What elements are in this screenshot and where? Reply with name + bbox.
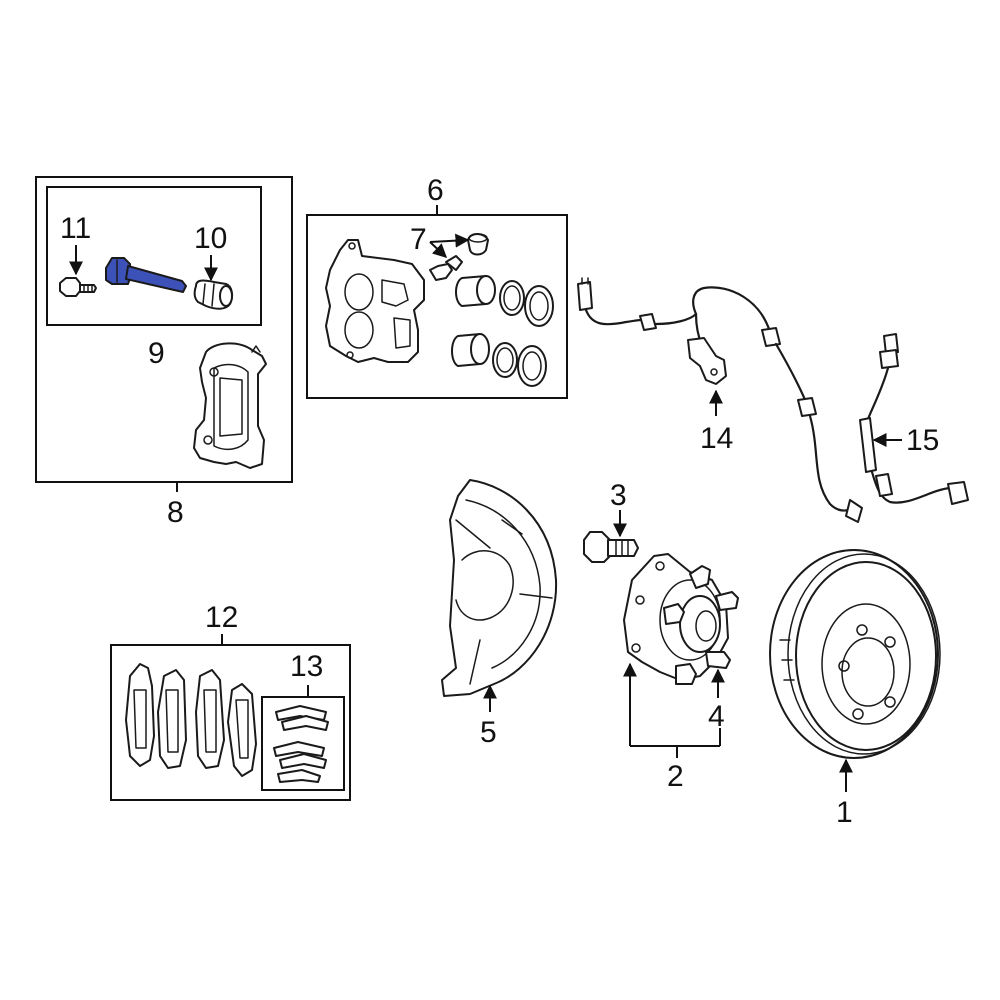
caliper-bracket[interactable] xyxy=(193,342,267,469)
callout-5[interactable]: 5 xyxy=(480,716,497,749)
callout-4[interactable]: 4 xyxy=(708,700,725,733)
part-1-brake-rotor[interactable] xyxy=(769,549,941,759)
callout-15[interactable]: 15 xyxy=(906,424,939,457)
seal-upper-small[interactable] xyxy=(499,280,525,316)
part-9-guide-pin[interactable] xyxy=(105,257,187,293)
part-14-abs-sensor-harness[interactable] xyxy=(577,277,863,523)
part-5-splash-shield[interactable] xyxy=(441,479,558,697)
callout-7[interactable]: 7 xyxy=(410,223,427,256)
box-12-frame xyxy=(110,644,351,801)
brake-pad-2[interactable] xyxy=(157,669,187,769)
piston-upper[interactable] xyxy=(455,275,496,307)
callout-13[interactable]: 13 xyxy=(290,650,323,683)
brake-pad-4[interactable] xyxy=(227,683,257,777)
callout-2[interactable]: 2 xyxy=(667,760,684,793)
callout-8[interactable]: 8 xyxy=(167,496,184,529)
callout-14[interactable]: 14 xyxy=(700,422,733,455)
box-8-frame xyxy=(35,176,293,483)
leader-7a xyxy=(429,241,448,258)
part-10-bushing[interactable] xyxy=(193,279,234,310)
group-6-caliper-kit: 6 7 xyxy=(306,174,568,399)
brake-pad-1[interactable] xyxy=(125,663,155,767)
leader-7b xyxy=(429,233,470,248)
callout-1[interactable]: 1 xyxy=(836,796,853,829)
part-13-pad-clips[interactable] xyxy=(273,705,329,783)
piston-lower[interactable] xyxy=(451,333,490,367)
box-9-frame xyxy=(46,186,262,326)
part-7-bleeder-cap[interactable] xyxy=(467,233,489,256)
part-3-hub-bolt[interactable] xyxy=(583,531,639,563)
callout-11[interactable]: 11 xyxy=(60,212,91,245)
guide-pin-shaft xyxy=(125,265,187,293)
seal-lower-small[interactable] xyxy=(492,342,518,378)
caliper-housing[interactable] xyxy=(325,239,425,363)
box-13-frame xyxy=(261,696,345,791)
group-12-brake-pad-set: 12 13 xyxy=(110,601,351,801)
part-15-brake-hose[interactable] xyxy=(859,333,969,505)
callout-12[interactable]: 12 xyxy=(205,601,238,634)
callout-6[interactable]: 6 xyxy=(427,174,444,207)
seal-upper-large[interactable] xyxy=(524,285,554,327)
group-8-caliper-bracket-kit: 11 10 9 8 xyxy=(35,176,293,529)
callout-10[interactable]: 10 xyxy=(194,222,227,255)
callout-9[interactable]: 9 xyxy=(148,337,165,370)
callout-3[interactable]: 3 xyxy=(610,479,627,512)
part-11-bolt[interactable] xyxy=(59,277,97,297)
seal-lower-large[interactable] xyxy=(517,345,547,387)
brake-pad-3[interactable] xyxy=(195,669,225,769)
part-7-bleeder-screw[interactable] xyxy=(429,255,463,281)
part-4-wheel-studs[interactable] xyxy=(663,565,739,685)
